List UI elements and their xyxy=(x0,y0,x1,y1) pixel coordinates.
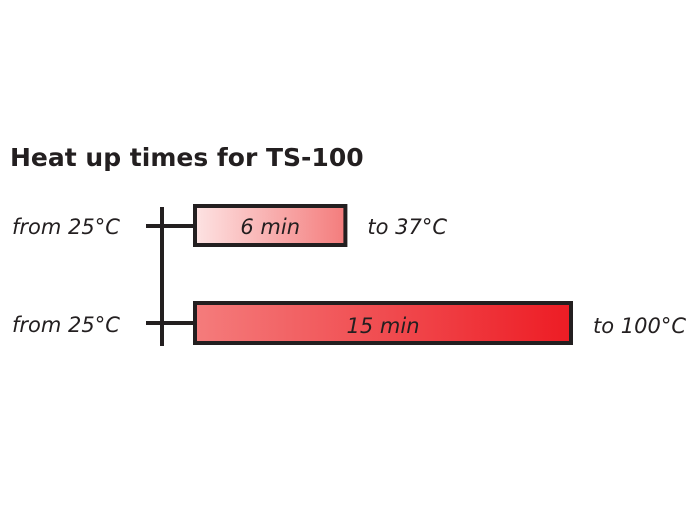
start-label-0: from 25°C xyxy=(12,215,120,239)
end-label-1: to 100°C xyxy=(593,314,686,338)
bar-1 xyxy=(193,301,573,345)
end-label-0: to 37°C xyxy=(367,215,447,239)
start-label-1: from 25°C xyxy=(12,313,120,337)
chart-title: Heat up times for TS-100 xyxy=(10,143,364,172)
value-label-1: 15 min xyxy=(347,314,420,338)
bar-0 xyxy=(193,204,348,247)
value-label-0: 6 min xyxy=(240,215,300,239)
